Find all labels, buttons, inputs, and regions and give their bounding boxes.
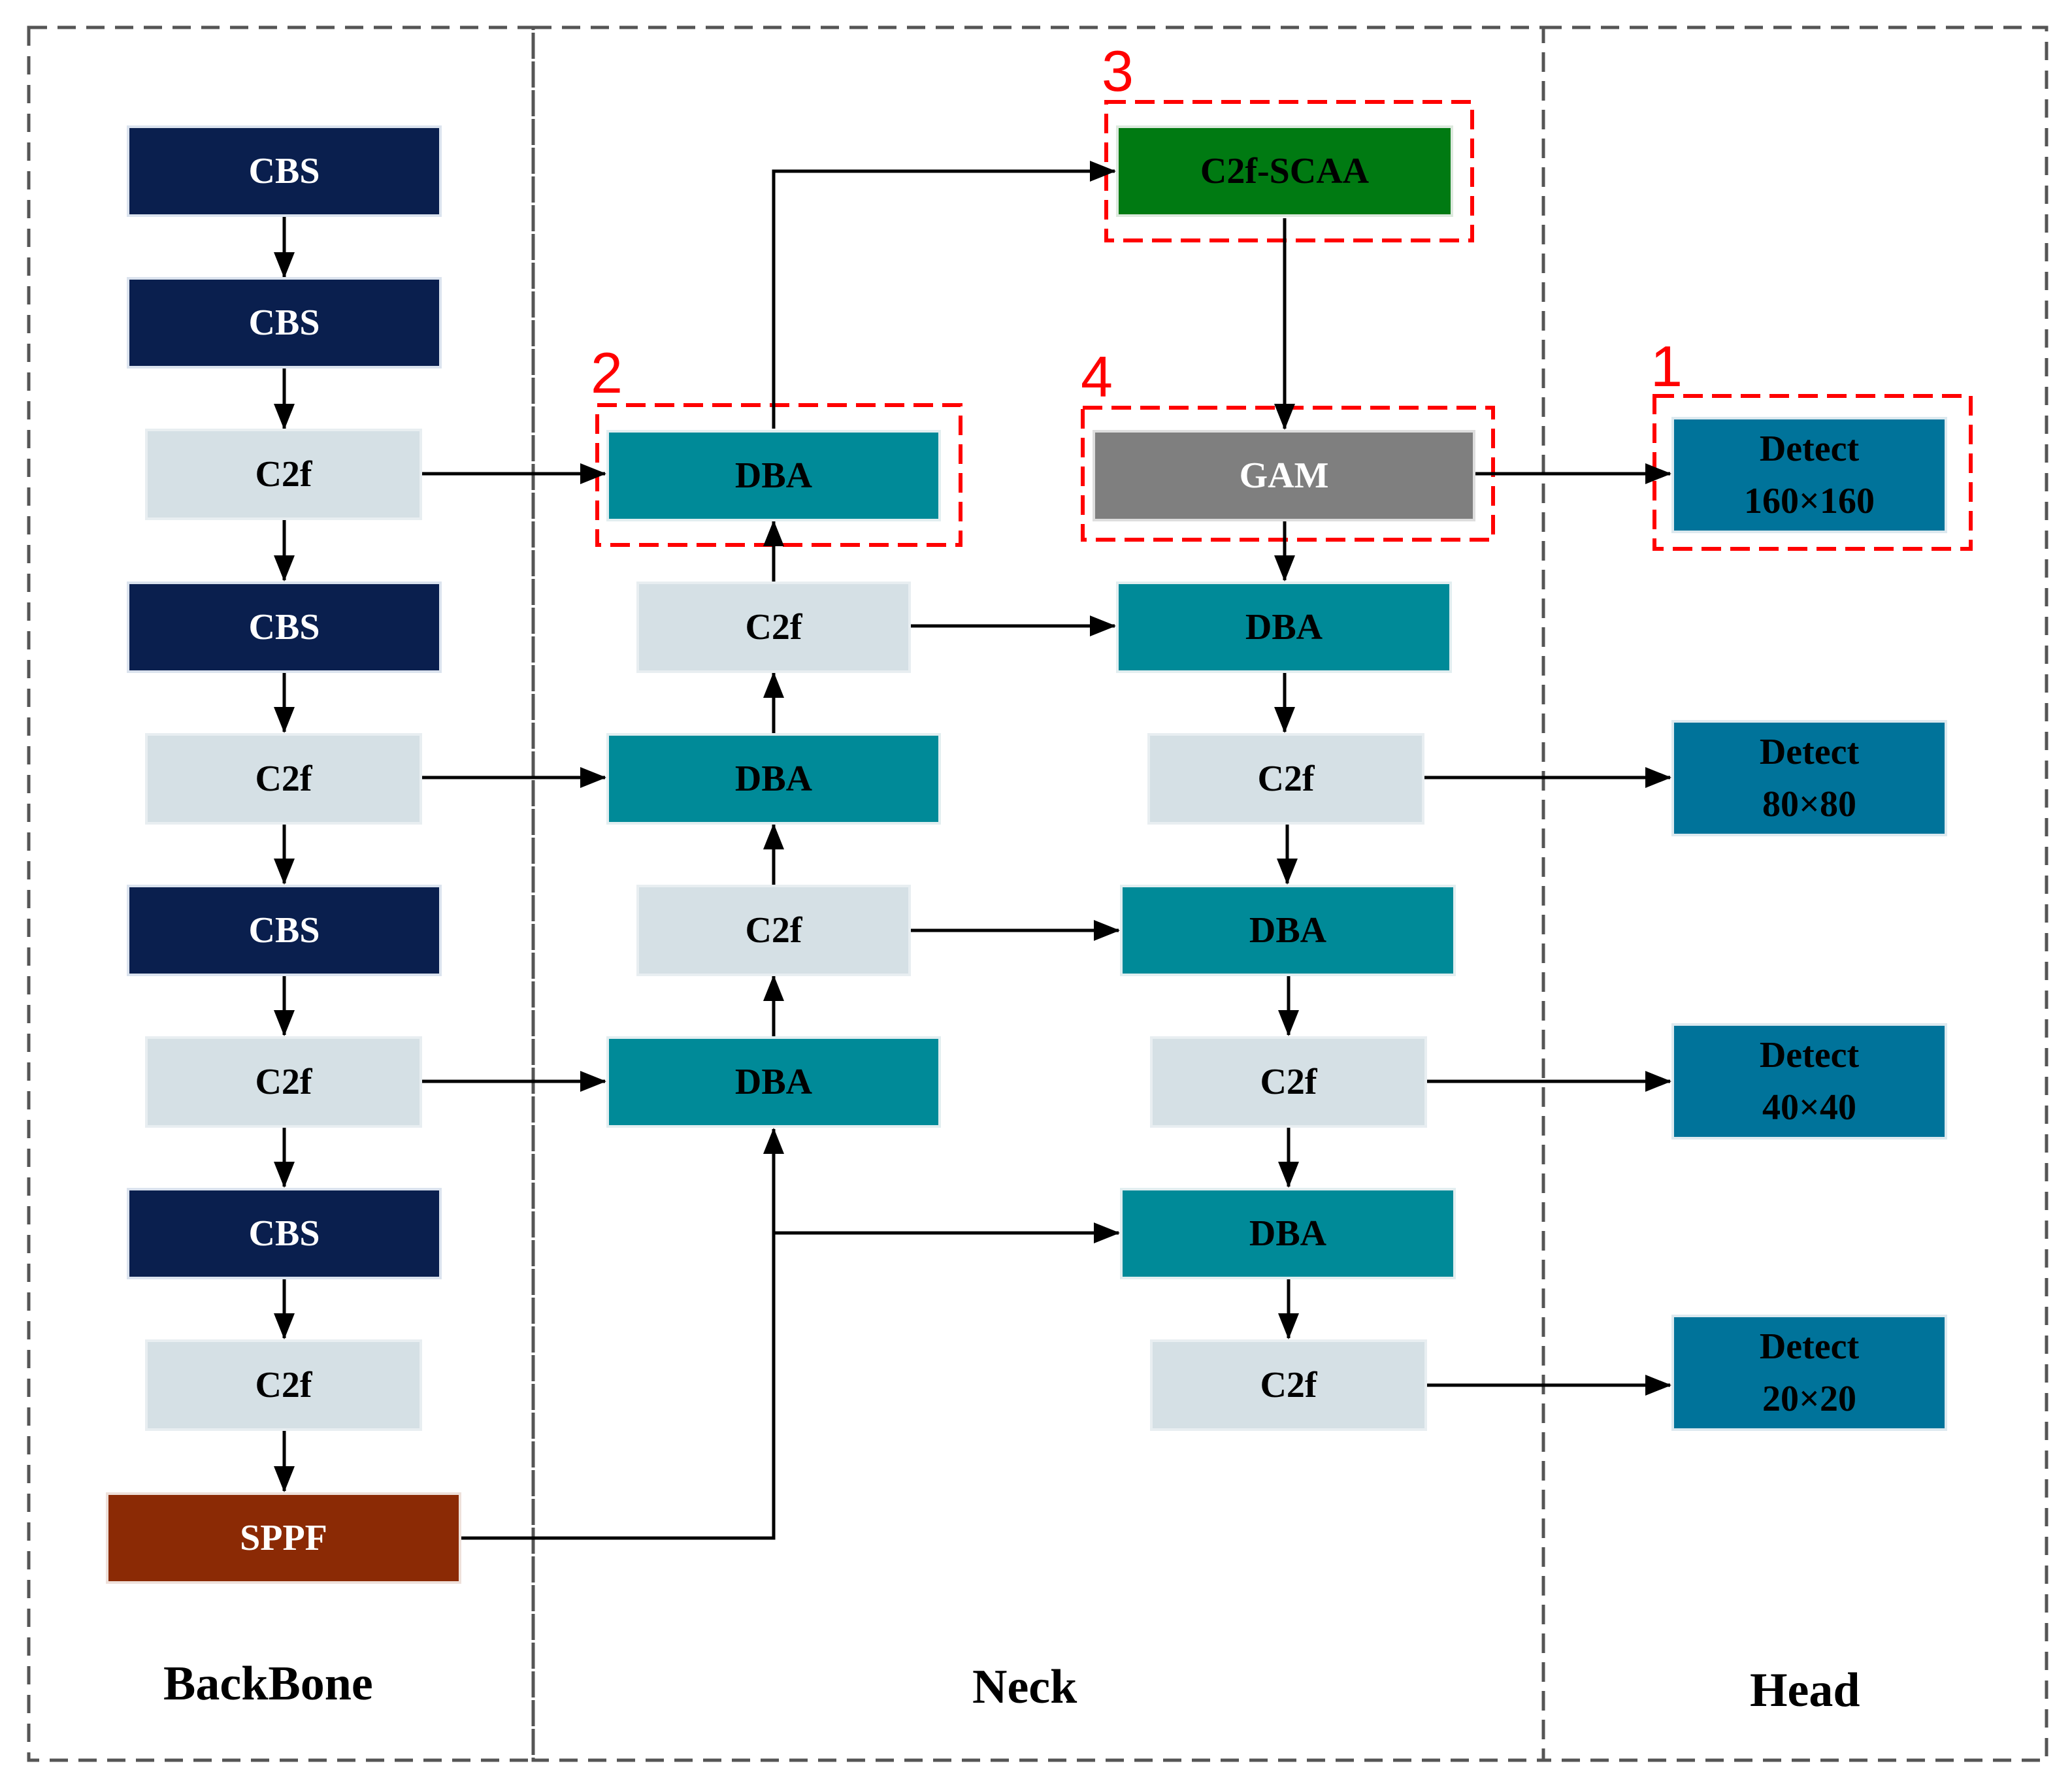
neck-c2f-block: C2f	[1150, 1036, 1427, 1128]
neck-c2f-block: C2f	[636, 582, 911, 673]
neck-c2f-scaa-block: C2f-SCAA	[1116, 125, 1453, 217]
backbone-cbs-block: CBS	[127, 1188, 442, 1279]
neck-dba-block: DBA	[606, 430, 941, 521]
neck-dba-block: DBA	[1116, 582, 1452, 673]
detect-label: Detect	[1759, 732, 1860, 772]
detect-label: Detect	[1759, 429, 1860, 469]
neck-c2f-block: C2f	[636, 885, 911, 976]
head-detect-20-block: Detect 20×20	[1671, 1315, 1947, 1431]
backbone-c2f-block: C2f	[145, 733, 422, 825]
backbone-cbs-block: CBS	[127, 885, 442, 976]
detect-size: 20×20	[1762, 1379, 1856, 1419]
backbone-cbs-block: CBS	[127, 125, 442, 217]
arrow-dba1-to-c2f-scaa	[772, 161, 1116, 429]
neck-c2f-block: C2f	[1147, 733, 1424, 825]
detect-label: Detect	[1759, 1326, 1860, 1367]
neck-c2f-block: C2f	[1150, 1339, 1427, 1431]
section-label-head: Head	[1750, 1664, 1860, 1717]
backbone-c2f-block: C2f	[145, 1036, 422, 1128]
backbone-c2f-block: C2f	[145, 1339, 422, 1431]
detect-size: 160×160	[1744, 481, 1875, 521]
detect-size: 40×40	[1762, 1087, 1856, 1128]
marker-number-1: 1	[1651, 334, 1683, 399]
head-detect-40-block: Detect 40×40	[1671, 1023, 1947, 1139]
marker-number-2: 2	[591, 340, 623, 405]
neck-gam-block: GAM	[1093, 430, 1475, 521]
section-label-backbone: BackBone	[163, 1657, 373, 1711]
backbone-frame	[27, 25, 535, 1762]
backbone-c2f-block: C2f	[145, 429, 422, 520]
head-frame	[1541, 25, 2048, 1762]
backbone-sppf-block: SPPF	[106, 1492, 461, 1584]
arrow-sppf-to-dba-bottom	[461, 1128, 784, 1540]
neck-dba-block: DBA	[606, 1036, 941, 1128]
head-detect-160-block: Detect 160×160	[1671, 417, 1947, 533]
head-detect-80-block: Detect 80×80	[1671, 720, 1947, 836]
marker-number-4: 4	[1081, 344, 1113, 409]
detect-size: 80×80	[1762, 784, 1856, 825]
detect-label: Detect	[1759, 1035, 1860, 1075]
highlight-frame-1	[1653, 394, 1973, 551]
backbone-cbs-block: CBS	[127, 277, 442, 369]
backbone-cbs-block: CBS	[127, 582, 442, 673]
marker-number-3: 3	[1102, 39, 1134, 103]
section-label-neck: Neck	[972, 1660, 1077, 1714]
neck-dba-block: DBA	[1120, 885, 1456, 976]
neck-dba-block: DBA	[1120, 1188, 1456, 1279]
neck-dba-block: DBA	[606, 733, 941, 825]
